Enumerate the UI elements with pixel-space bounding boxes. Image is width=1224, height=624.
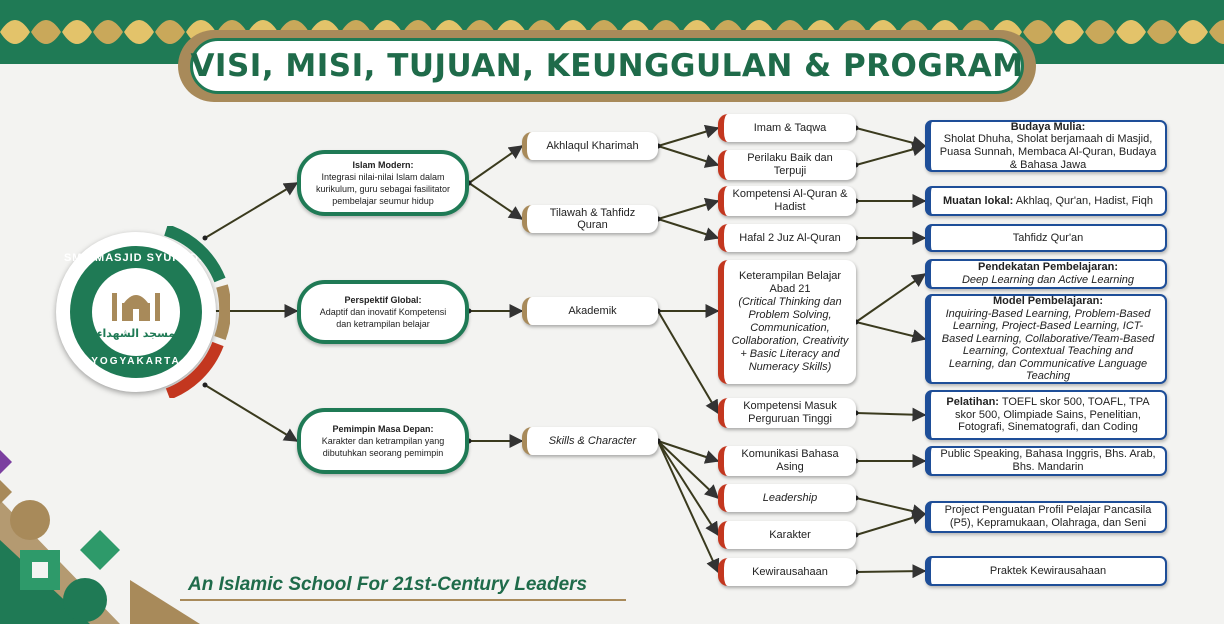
pillar-pemimpin-masa-depan: Pemimpin Masa Depan: Karakter dan ketram… bbox=[297, 408, 469, 474]
pattern-leaf bbox=[1023, 20, 1053, 44]
sub-hafal-juz: Hafal 2 Juz Al-Quran bbox=[718, 224, 856, 252]
result-praktek: Praktek Kewirausahaan bbox=[925, 556, 1167, 586]
connector-arrow bbox=[204, 182, 299, 239]
sub-kompetensi-masuk: Kompetensi Masuk Perguruan Tinggi bbox=[718, 398, 856, 428]
result-pelatihan: Pelatihan: TOEFL skor 500, TOAFL, TPA sk… bbox=[925, 390, 1167, 440]
corner-decoration bbox=[0, 450, 200, 624]
pattern-leaf bbox=[1209, 20, 1224, 44]
mosque-icon bbox=[112, 292, 160, 321]
result-tahfidz: Tahfidz Qur'an bbox=[925, 224, 1167, 252]
sub-komunikasi: Komunikasi Bahasa Asing bbox=[718, 446, 856, 476]
title-inner: VISI, MISI, TUJUAN, KEUNGGULAN & PROGRAM bbox=[190, 38, 1024, 94]
pillar-title: Islam Modern: bbox=[352, 160, 414, 170]
logo-arabic-text: مسجد الشهداء bbox=[96, 326, 176, 340]
sub-imam-taqwa: Imam & Taqwa bbox=[718, 114, 856, 142]
sub-kewirausahaan: Kewirausahaan bbox=[718, 558, 856, 586]
connector-arrow bbox=[657, 310, 719, 415]
connector-dot bbox=[202, 235, 208, 241]
logo-bottom-text: YOGYAKARTA bbox=[91, 356, 181, 367]
result-pendekatan: Pendekatan Pembelajaran: Deep Learning d… bbox=[925, 259, 1167, 289]
connector-arrow bbox=[855, 321, 927, 343]
sub-leadership: Leadership bbox=[718, 484, 856, 512]
result-muatan-lokal: Muatan lokal: Akhlaq, Qur'an, Hadist, Fi… bbox=[925, 186, 1167, 216]
program-tilawah-tahfidz: Tilawah & Tahfidz Quran bbox=[522, 205, 658, 233]
school-tagline: An Islamic School For 21st-Century Leade… bbox=[188, 574, 588, 595]
connector-arrow bbox=[657, 440, 719, 537]
result-budaya-mulia: Budaya Mulia: Sholat Dhuha, Sholat berja… bbox=[925, 120, 1167, 172]
connector-arrow bbox=[657, 124, 720, 147]
connector-arrow bbox=[657, 440, 720, 574]
pattern-leaf bbox=[62, 20, 92, 44]
pattern-leaf bbox=[1054, 20, 1084, 44]
pattern-leaf bbox=[1178, 20, 1208, 44]
connector-arrow bbox=[657, 218, 720, 241]
connector-arrow bbox=[855, 407, 927, 422]
result-model-pembelajaran: Model Pembelajaran: Inquiring-Based Lear… bbox=[925, 294, 1167, 384]
program-skills-character: Skills & Character bbox=[522, 427, 658, 455]
logo-center: مسجد الشهداء bbox=[92, 268, 180, 356]
connector-arrow bbox=[204, 384, 299, 442]
pattern-leaf bbox=[31, 20, 61, 44]
result-p5: Project Penguatan Profil Pelajar Pancasi… bbox=[925, 501, 1167, 533]
connector-arrow bbox=[657, 440, 720, 499]
connector-arrow bbox=[657, 145, 720, 168]
pillar-desc: Karakter dan ketrampilan yang dibutuhkan… bbox=[321, 436, 445, 458]
pillar-perspektif-global: Perspektif Global: Adaptif dan inovatif … bbox=[297, 280, 469, 344]
connector-arrow bbox=[855, 497, 927, 518]
connector-arrow bbox=[855, 564, 927, 579]
pattern-leaf bbox=[155, 20, 185, 44]
logo-accent-arcs bbox=[164, 226, 230, 398]
result-bahasa: Public Speaking, Bahasa Inggris, Bhs. Ar… bbox=[925, 446, 1167, 476]
logo-top-text: SMA MASJID SYUHADA bbox=[63, 252, 209, 264]
sub-karakter: Karakter bbox=[718, 521, 856, 549]
connector-dot bbox=[202, 382, 208, 388]
program-akhlaqul-kharimah: Akhlaqul Kharimah bbox=[522, 132, 658, 160]
pattern-leaf bbox=[1147, 20, 1177, 44]
tagline-underline bbox=[180, 599, 626, 601]
pattern-leaf bbox=[1085, 20, 1115, 44]
pillar-desc: Adaptif dan inovatif Kompetensi dan ketr… bbox=[319, 307, 447, 329]
pillar-title: Pemimpin Masa Depan: bbox=[332, 424, 434, 434]
title-banner: VISI, MISI, TUJUAN, KEUNGGULAN & PROGRAM bbox=[178, 30, 1036, 102]
pillar-islam-modern: Islam Modern: Integrasi nilai-nilai Isla… bbox=[297, 150, 469, 216]
program-akademik: Akademik bbox=[522, 297, 658, 325]
pattern-leaf bbox=[1116, 20, 1146, 44]
school-logo: SMA MASJID SYUHADA مسجد الشهداء YOGYAKAR… bbox=[56, 232, 216, 392]
connector-arrow bbox=[855, 510, 927, 536]
connector-arrow bbox=[855, 273, 927, 323]
pattern-leaf bbox=[124, 20, 154, 44]
pattern-leaf bbox=[0, 20, 30, 44]
connector-arrow bbox=[855, 142, 927, 166]
connector-arrow bbox=[468, 145, 524, 184]
sub-perilaku-baik: Perilaku Baik dan Terpuji bbox=[718, 150, 856, 180]
sub-keterampilan-abad21: Keterampilan Belajar Abad 21 (Critical T… bbox=[718, 260, 856, 384]
sub-kompetensi-quran: Kompetensi Al-Quran & Hadist bbox=[718, 186, 856, 216]
connector-arrow bbox=[855, 127, 927, 150]
pillar-title: Perspektif Global: bbox=[344, 295, 422, 305]
connector-arrow bbox=[657, 440, 720, 464]
pattern-leaf bbox=[93, 20, 123, 44]
connector-arrow bbox=[657, 197, 720, 220]
pillar-desc: Integrasi nilai-nilai Islam dalam kuriku… bbox=[315, 172, 451, 206]
page-title: VISI, MISI, TUJUAN, KEUNGGULAN & PROGRAM bbox=[190, 48, 1024, 84]
connector-arrow bbox=[468, 182, 524, 220]
